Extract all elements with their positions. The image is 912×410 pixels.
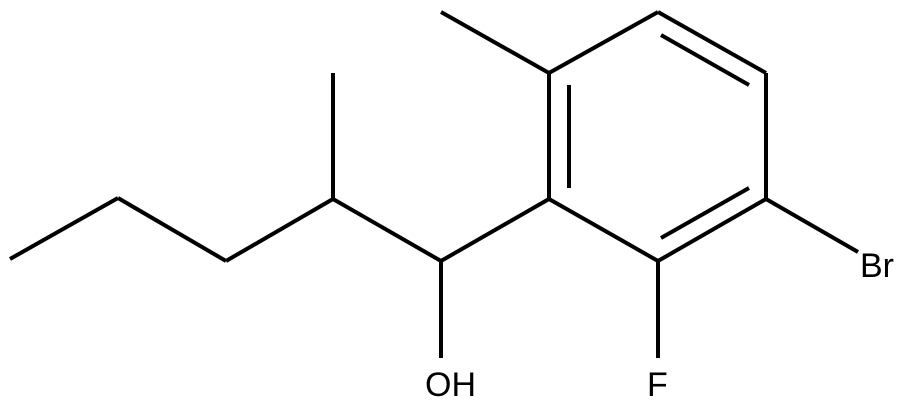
- bond-ring-2: [548, 10, 659, 75]
- hydroxyl-label: OH: [425, 366, 476, 404]
- bromine-label: Br: [860, 247, 894, 285]
- bond-to-carbinol: [332, 197, 442, 263]
- bond-ring-methyl: [440, 10, 550, 75]
- bond-ring-5-inner: [660, 186, 750, 240]
- bond-chain-1: [9, 196, 119, 261]
- bond-chain-3: [224, 197, 335, 263]
- fluorine-label: F: [647, 366, 668, 404]
- bond-ring-3-inner: [660, 33, 750, 87]
- bond-ring-3: [657, 10, 767, 75]
- bond-ring-5: [657, 197, 767, 263]
- bonds: [9, 10, 859, 358]
- atom-labels: Br F OH: [425, 247, 894, 404]
- bond-chain-2: [116, 196, 228, 263]
- bond-ring-6: [548, 197, 659, 263]
- bond-c-br: [765, 197, 859, 254]
- bond-to-ring: [440, 197, 550, 263]
